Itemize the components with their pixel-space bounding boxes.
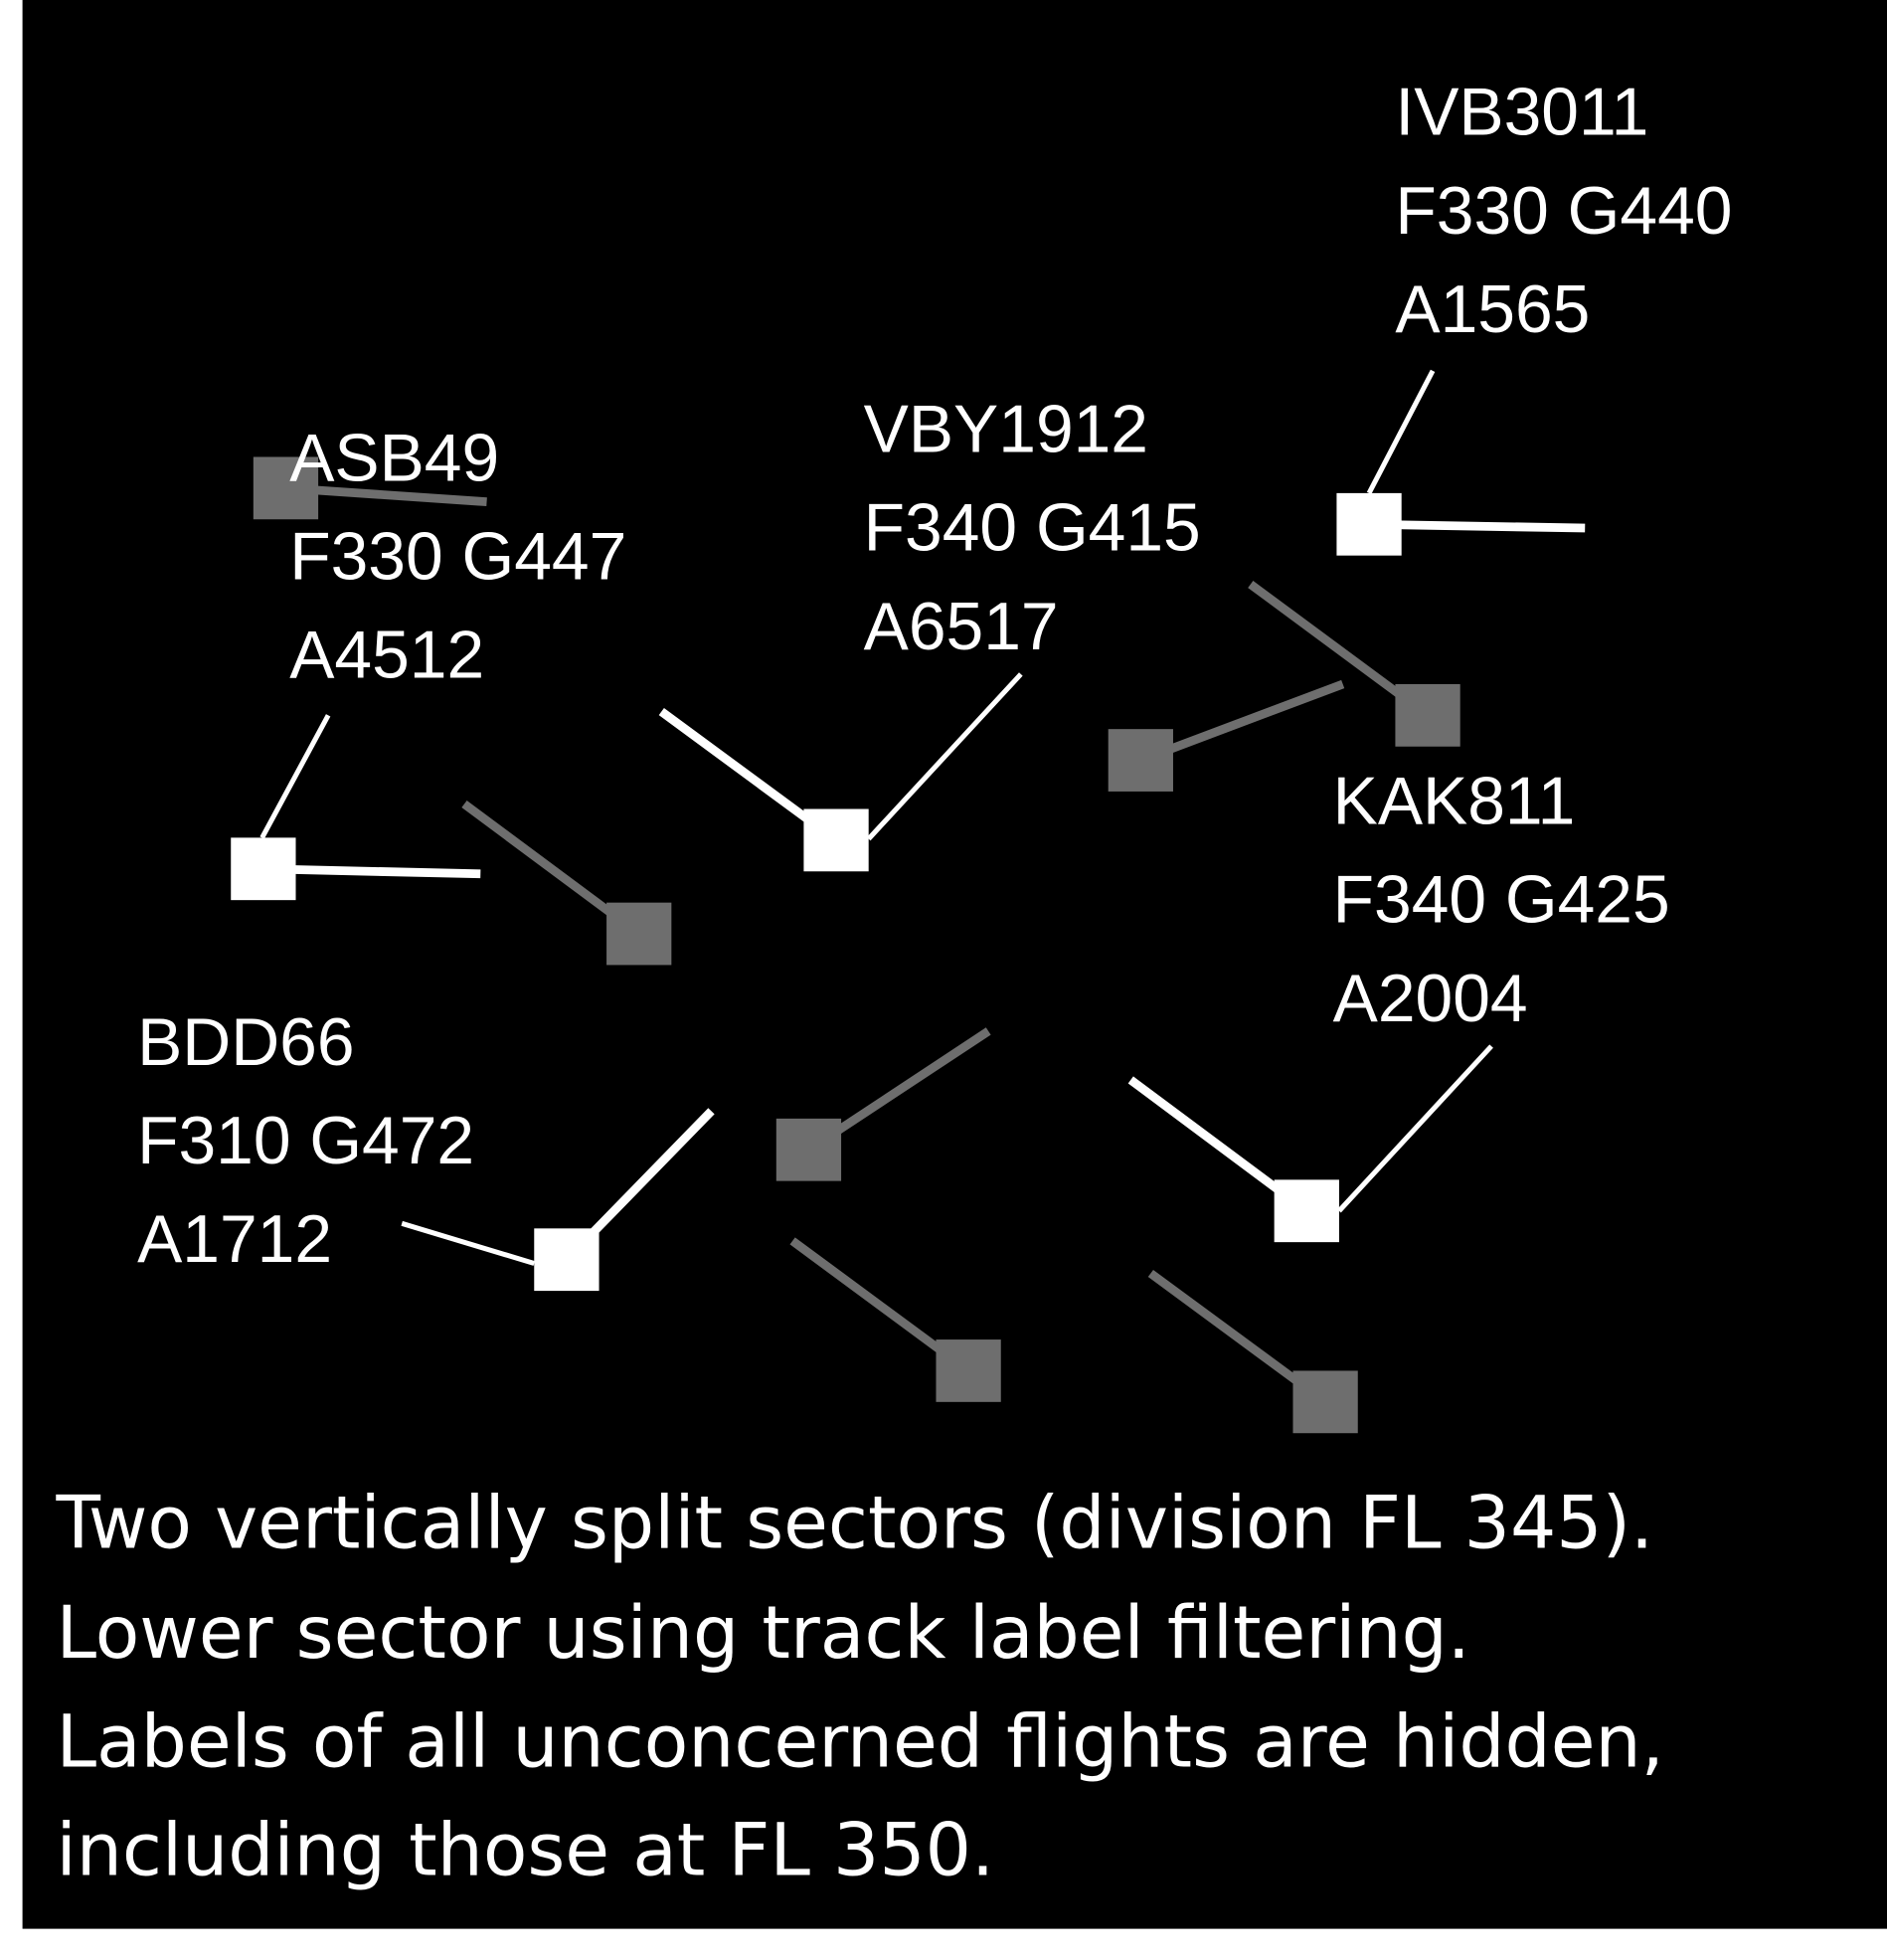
flight-label-line2: F340 G425 (1333, 863, 1670, 938)
flight-label-callsign: KAK811 (1333, 765, 1576, 839)
track-vector (1368, 519, 1586, 533)
track-symbol[interactable] (253, 456, 319, 520)
track-symbol[interactable] (606, 902, 672, 966)
track-symbol[interactable] (1395, 683, 1460, 747)
track-symbol[interactable] (775, 1118, 842, 1181)
flight-label-line3: A1565 (1395, 272, 1590, 347)
flight-label-callsign: IVB3011 (1395, 76, 1648, 150)
flight-label-line3: A1712 (137, 1202, 332, 1277)
flight-label-callsign: VBY1912 (864, 392, 1148, 466)
label-leader-line (1337, 1044, 1493, 1213)
flight-label-line2: F310 G472 (137, 1104, 474, 1178)
unconcerned-tracks (253, 456, 1460, 1434)
caption-line: Labels of all unconcerned flights are hi… (56, 1699, 1663, 1784)
track-vector (1138, 679, 1345, 765)
track-symbol[interactable] (534, 1228, 600, 1292)
flight-label-line2: F330 G447 (289, 520, 626, 595)
track-symbol[interactable] (1336, 492, 1402, 556)
concerned-tracks (231, 369, 1586, 1292)
caption: Two vertically split sectors (division F… (55, 1482, 1663, 1893)
flight-label-callsign: ASB49 (289, 421, 499, 495)
caption-line: including those at FL 350. (56, 1809, 994, 1893)
track-symbol[interactable] (936, 1339, 1001, 1402)
track-symbol[interactable] (1108, 729, 1173, 792)
flight-label-line3: A4512 (289, 619, 484, 693)
track-symbol[interactable] (1274, 1179, 1339, 1243)
track-symbol[interactable] (803, 808, 869, 872)
track-symbol[interactable] (231, 837, 296, 901)
radar-background (22, 0, 1887, 1929)
caption-line: Lower sector using track label filtering… (56, 1591, 1469, 1676)
label-leader-line (1366, 369, 1436, 495)
label-leader-line (401, 1220, 535, 1266)
flight-label-line3: A2004 (1333, 962, 1528, 1036)
track-symbol[interactable] (1292, 1370, 1358, 1434)
label-leader-line (259, 714, 331, 839)
track-vector (262, 864, 481, 879)
flight-label-callsign: BDD66 (137, 1005, 354, 1080)
track-vector (285, 483, 487, 507)
flight-label-line3: A6517 (864, 590, 1059, 664)
flight-label-line2: F340 G415 (864, 491, 1201, 566)
label-leader-line (866, 672, 1023, 841)
caption-line: Two vertically split sectors (division F… (55, 1482, 1653, 1566)
flight-label-line2: F330 G440 (1395, 174, 1732, 249)
